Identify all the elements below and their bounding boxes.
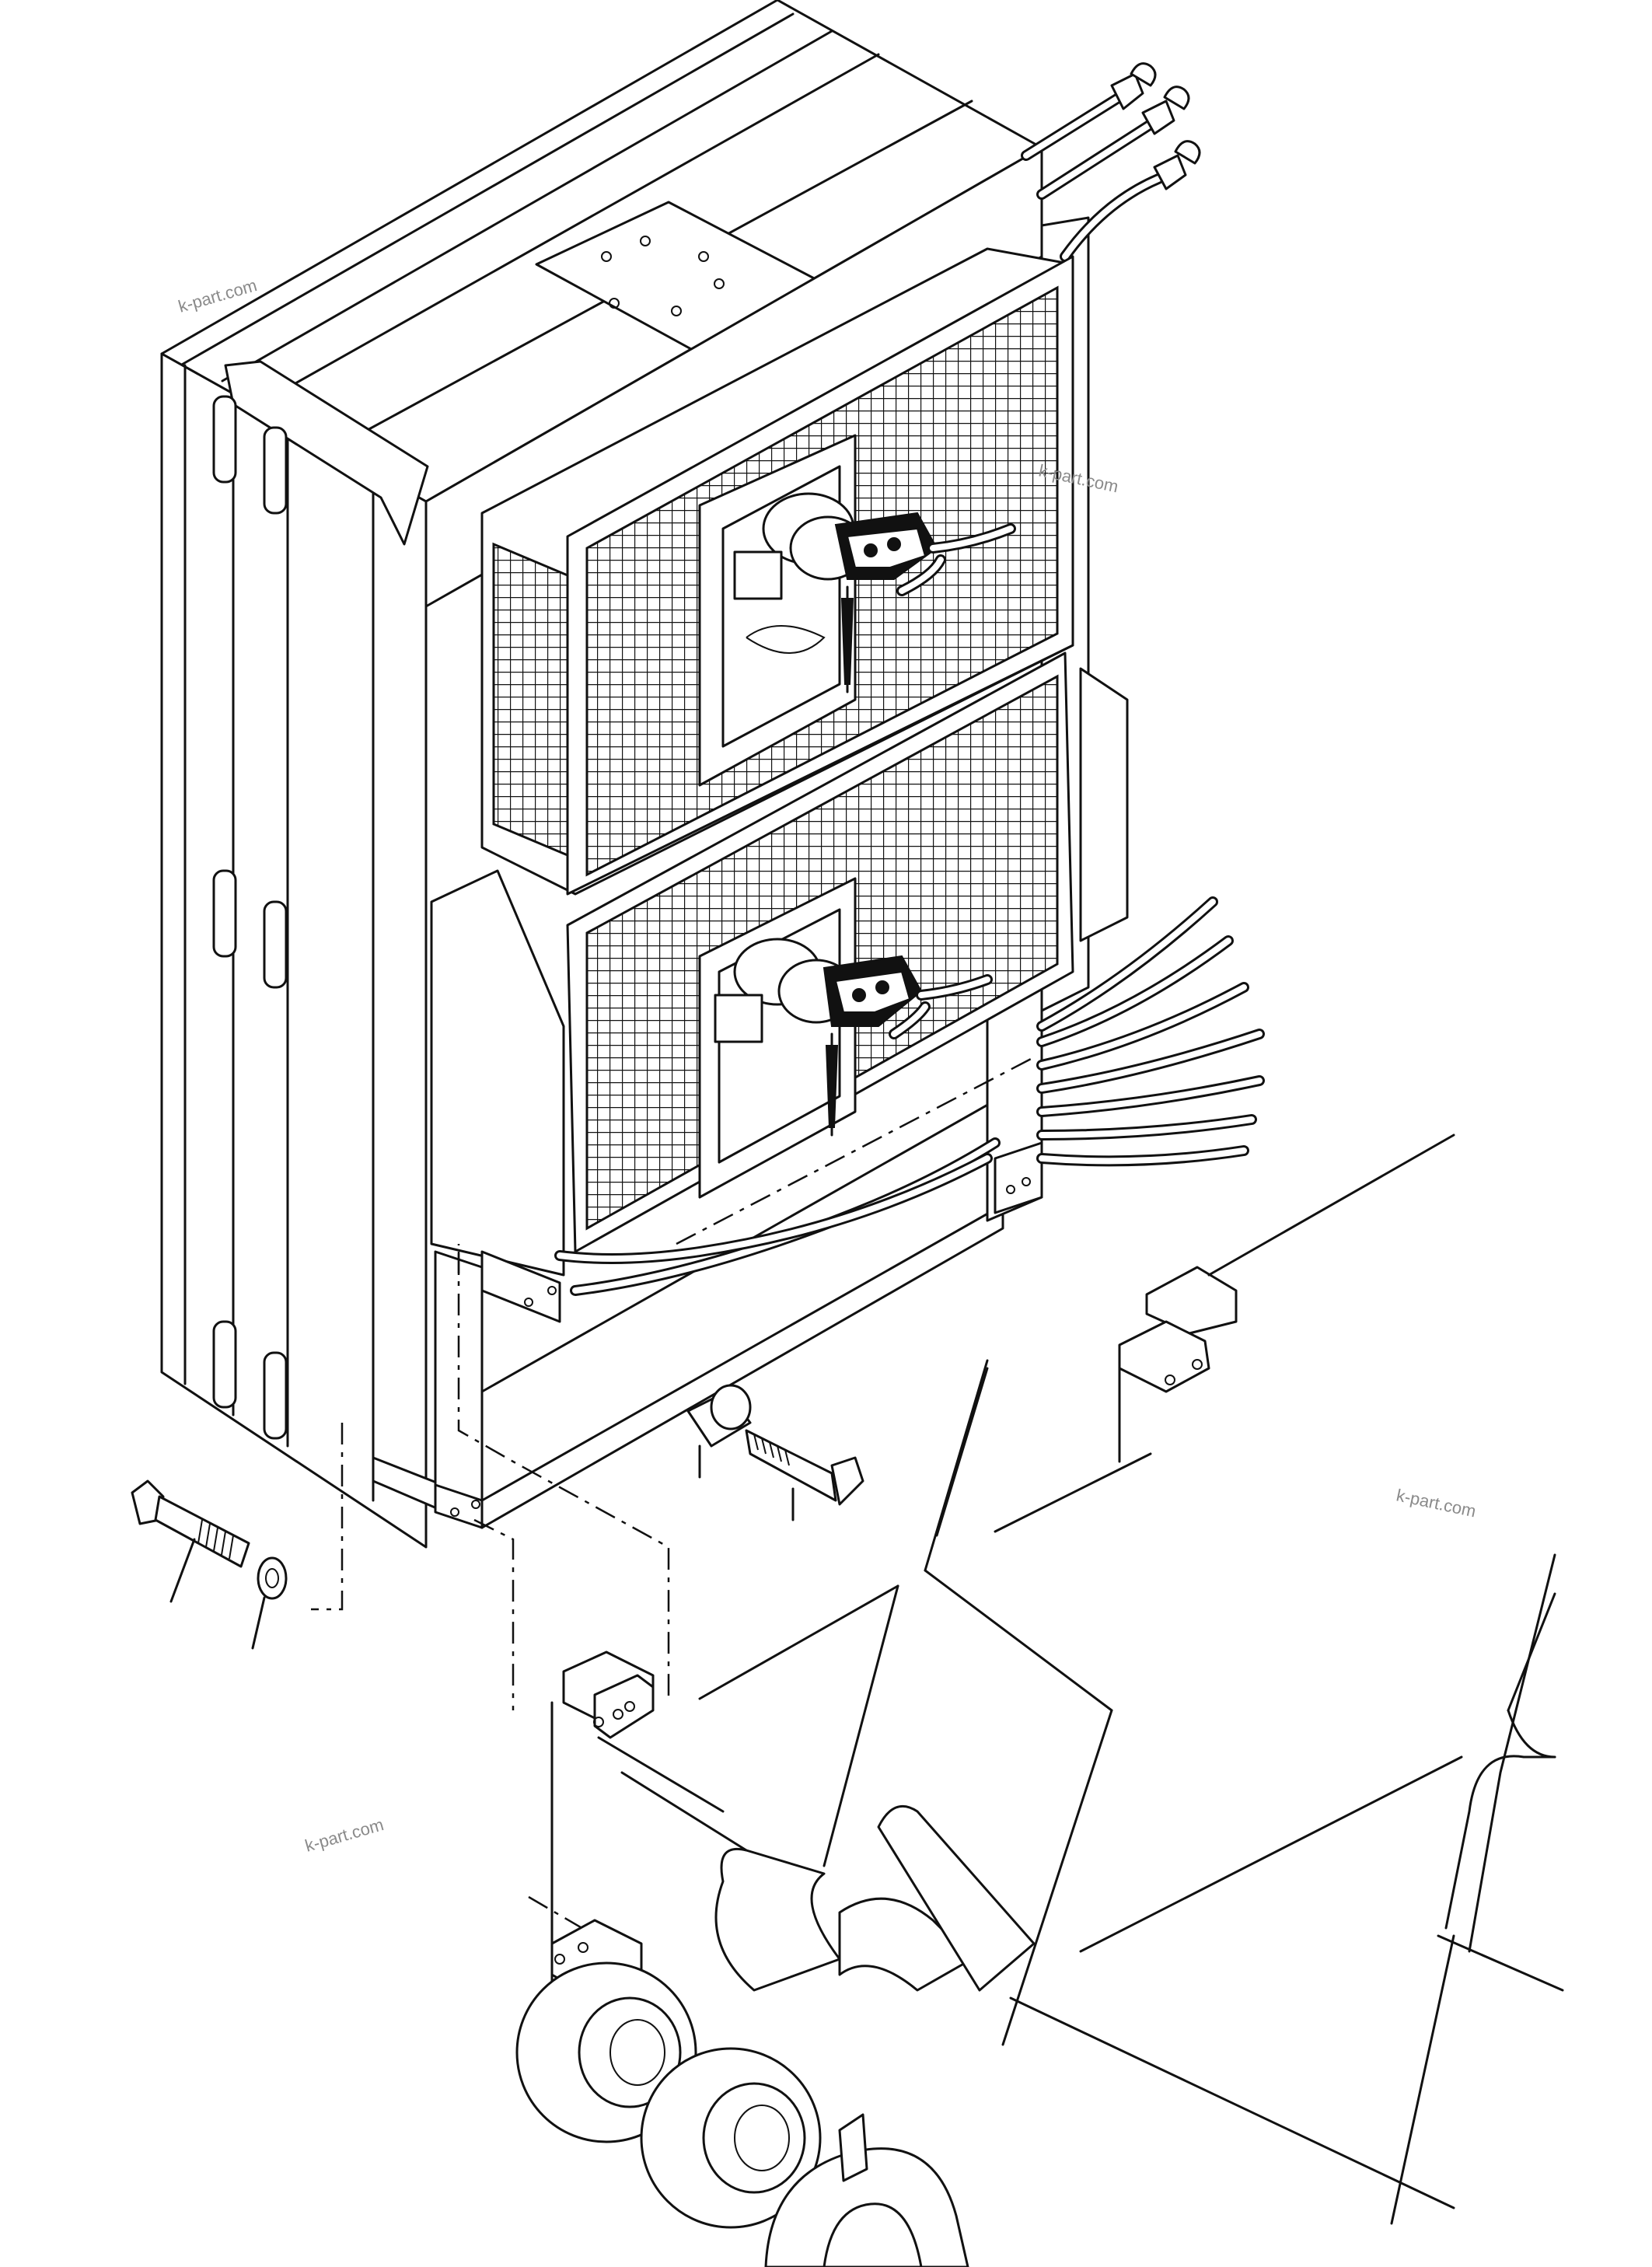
upper-motor-connector (789, 512, 1016, 693)
lower-grille-panel (566, 651, 1074, 1253)
watermark-4: k-part.com (302, 1815, 386, 1856)
hose-fittings-top (1021, 62, 1201, 262)
assembly-centerlines (311, 1056, 1035, 1953)
washer-left (251, 1556, 288, 1650)
pivot-eye-3 (764, 2113, 969, 2267)
spacer-bushing (686, 1384, 752, 1479)
watermark-3: k-part.com (1395, 1485, 1478, 1521)
pivot-eye-2 (640, 2047, 822, 2229)
mounting-holes (601, 236, 725, 316)
mount-block-middle (562, 1650, 655, 1739)
lower-motor-connector (777, 955, 993, 1137)
wiring-harness (554, 896, 1265, 1296)
hinge-set (212, 395, 288, 1440)
frame-linkage (515, 1359, 1564, 2267)
mount-block-upper-right (994, 1134, 1455, 1533)
radiator-frame-assembly (160, 0, 1129, 1549)
bolt-left (131, 1479, 250, 1603)
bolt-center (745, 1429, 864, 1521)
